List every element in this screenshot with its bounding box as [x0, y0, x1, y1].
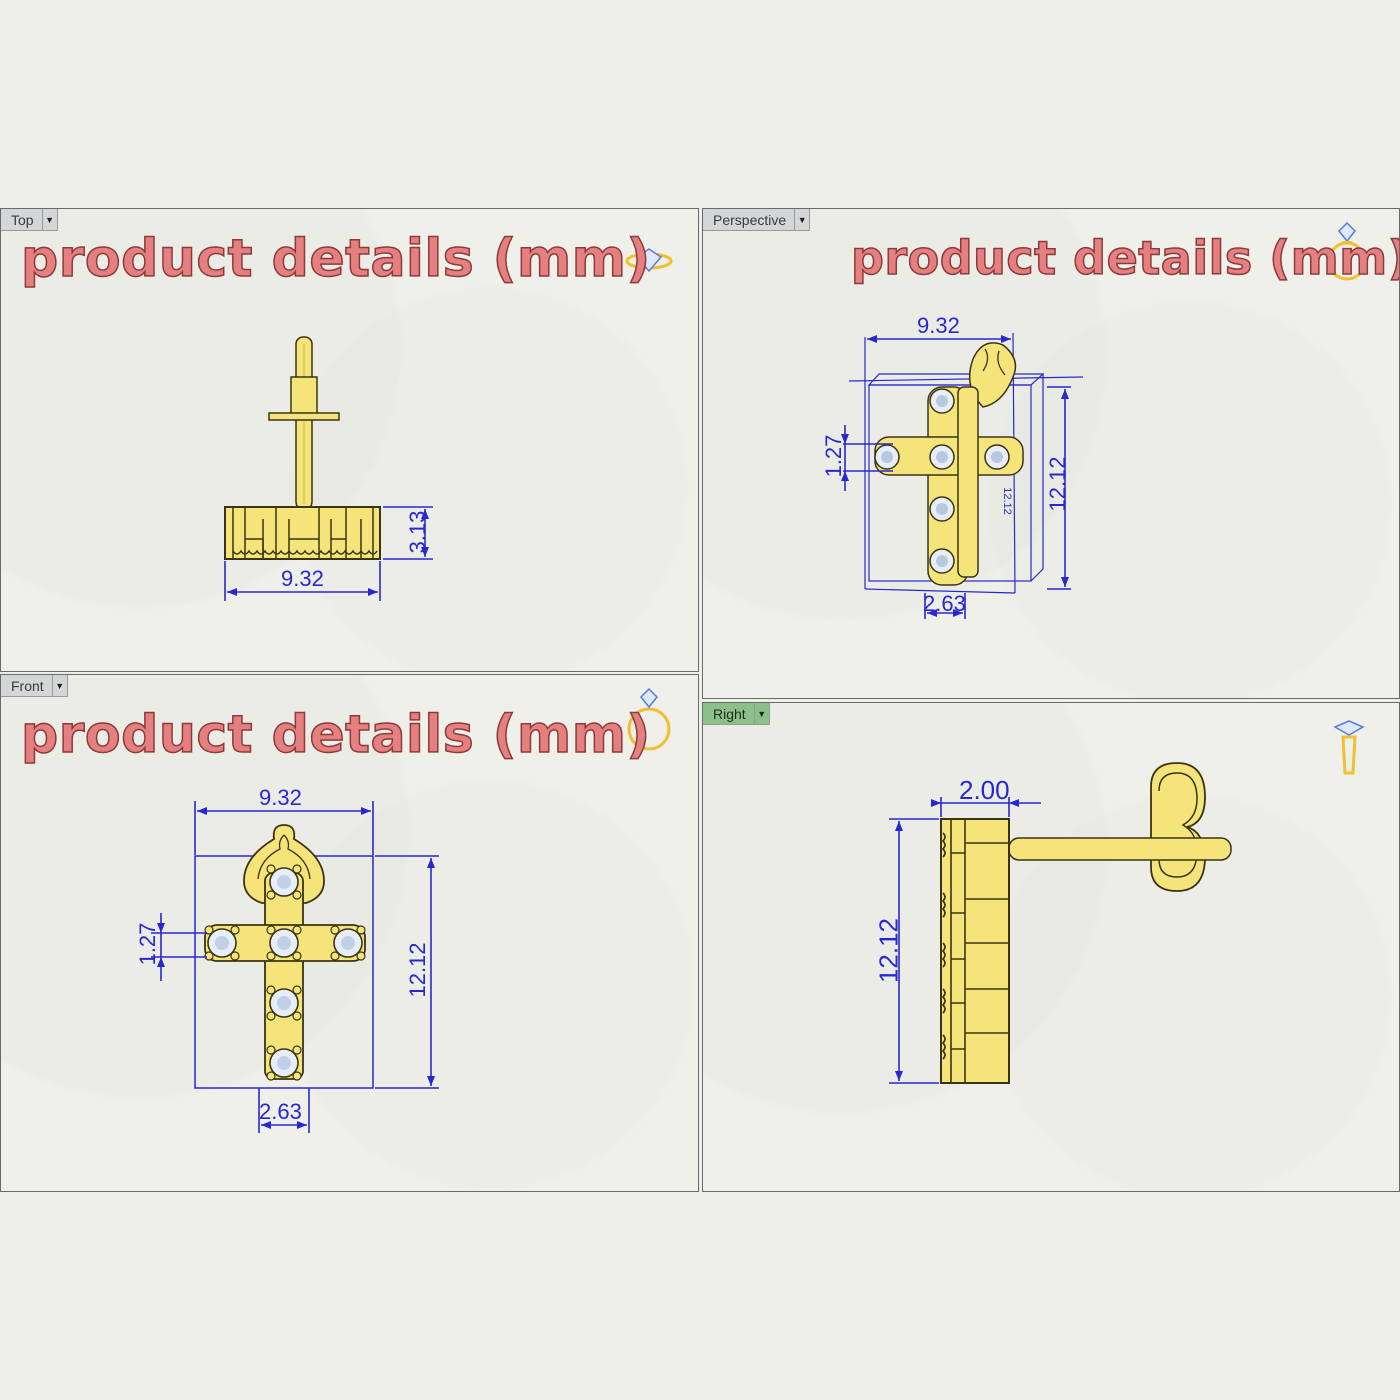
ring-side-icon [1333, 720, 1365, 775]
viewport-tab-perspective[interactable]: Perspective ▼ [703, 209, 811, 231]
dropdown-arrow-icon[interactable]: ▼ [754, 703, 770, 725]
viewport-tab-label[interactable]: Right [703, 703, 755, 725]
dimension-width: 9.32 [917, 313, 960, 338]
viewport-title: product details (mm) [20, 228, 651, 290]
ring-perspective-icon [1327, 221, 1367, 281]
dimension-stone: 1.27 [821, 434, 846, 478]
dimension-width: 9.32 [281, 566, 324, 591]
dimension-depth: 2.00 [959, 775, 1010, 805]
dimension-bottom: 2.63 [923, 591, 966, 616]
viewport-top[interactable]: Top ▼ product details (mm) [0, 208, 699, 672]
earring-side-drawing [889, 762, 1232, 1084]
viewport-right[interactable]: Right ▼ [702, 702, 1400, 1192]
viewport-tab-label[interactable]: Perspective [703, 209, 796, 231]
dimension-bottom: 2.63 [259, 1099, 302, 1124]
earring-top-drawing [224, 336, 433, 601]
viewport-tab-top[interactable]: Top ▼ [1, 209, 58, 231]
viewport-title: product details (mm) [20, 704, 651, 766]
viewport-front[interactable]: Front ▼ product details (mm) [0, 674, 699, 1192]
dimension-depth: 3.13 [405, 510, 430, 554]
dimension-height: 12.12 [873, 917, 904, 984]
dimension-width: 9.32 [259, 785, 302, 810]
ring-front-icon [627, 687, 671, 751]
ring-top-view-icon [625, 248, 673, 273]
dimension-inner-height: 12.12 [1001, 487, 1013, 515]
viewport-title: product details (mm) [850, 230, 1400, 286]
dimension-stone: 1.27 [135, 922, 160, 966]
viewport-tab-label[interactable]: Front [1, 675, 53, 697]
viewport-tab-front[interactable]: Front ▼ [1, 675, 68, 697]
dimension-height: 12.12 [1045, 456, 1070, 512]
dropdown-arrow-icon[interactable]: ▼ [42, 209, 58, 231]
viewport-perspective[interactable]: Perspective ▼ product details (mm) [702, 208, 1400, 699]
dropdown-arrow-icon[interactable]: ▼ [52, 675, 68, 697]
earring-perspective-drawing [841, 332, 1084, 619]
dimension-height: 12.12 [405, 942, 430, 998]
dropdown-arrow-icon[interactable]: ▼ [795, 209, 811, 231]
viewport-tab-right[interactable]: Right ▼ [703, 703, 770, 725]
earring-front-drawing [151, 801, 439, 1133]
viewport-tab-label[interactable]: Top [1, 209, 43, 231]
